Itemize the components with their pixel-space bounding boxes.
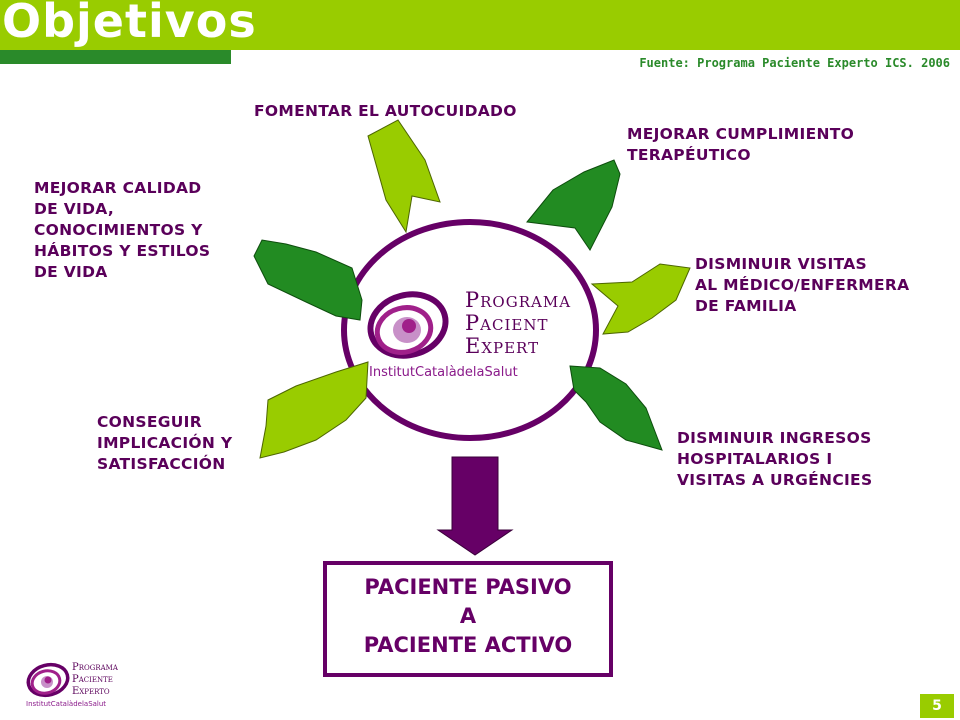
page-title: Objetivos	[2, 0, 257, 48]
logo-name-line: Expert	[465, 334, 540, 358]
page-number: 5	[920, 694, 954, 718]
logo-main-emblem	[367, 291, 449, 359]
result-line: PACIENTE ACTIVO	[363, 633, 573, 657]
goal-line: MEJORAR CUMPLIMIENTO	[627, 125, 855, 143]
goal-line: IMPLICACIÓN Y	[97, 434, 233, 452]
result-line: A	[459, 604, 477, 628]
arrow-calidad	[253, 239, 363, 321]
goal-line: DISMINUIR INGRESOS	[677, 429, 872, 447]
goal-line: SATISFACCIÓN	[97, 455, 226, 473]
goal-line: CONOCIMIENTOS Y	[34, 221, 203, 239]
goal-line: CONSEGUIR	[97, 413, 202, 431]
logo-small-emblem	[26, 662, 70, 698]
goal-line: DE FAMILIA	[695, 297, 797, 315]
logo-name-line: Programa	[72, 662, 118, 673]
goal-calidad: MEJORAR CALIDAD DE VIDA, CONOCIMIENTOS Y…	[34, 178, 210, 283]
arrow-cumplimiento	[526, 159, 621, 251]
center-ellipse	[341, 219, 599, 441]
arrow-visitas	[590, 263, 691, 335]
arrow-down	[436, 456, 514, 556]
goal-line: HÁBITOS Y ESTILOS	[34, 242, 211, 260]
goal-visitas: DISMINUIR VISITAS AL MÉDICO/ENFERMERA DE…	[695, 254, 909, 317]
logo-tagline: InstitutCatalàdelaSalut	[369, 365, 518, 380]
logo-name-line: Pacient	[465, 311, 549, 335]
arrow-ingresos	[569, 365, 663, 451]
goal-implicacion: CONSEGUIR IMPLICACIÓN Y SATISFACCIÓN	[97, 412, 232, 475]
result-line: PACIENTE PASIVO	[364, 575, 572, 599]
source-note: Fuente: Programa Paciente Experto ICS. 2…	[639, 56, 950, 70]
logo-tagline: InstitutCatalàdelaSalut	[26, 700, 107, 708]
arrow-autocuidado	[367, 119, 441, 234]
result-box: PACIENTE PASIVO A PACIENTE ACTIVO	[323, 561, 613, 677]
logo-name-line: Paciente	[72, 674, 113, 685]
goal-line: HOSPITALARIOS I	[677, 450, 833, 468]
goal-line: AL MÉDICO/ENFERMERA	[695, 276, 910, 294]
goal-line: VISITAS A URGÉNCIES	[677, 471, 873, 489]
header-underline	[0, 50, 231, 64]
logo-name-line: Programa	[465, 288, 572, 312]
arrow-implicacion	[259, 361, 369, 459]
logo-name-line: Experto	[72, 686, 110, 697]
goal-line: DE VIDA	[34, 263, 108, 281]
goal-line: MEJORAR CALIDAD	[34, 179, 202, 197]
goal-line: DISMINUIR VISITAS	[695, 255, 867, 273]
goal-line: TERAPÉUTICO	[627, 146, 751, 164]
goal-line: DE VIDA,	[34, 200, 115, 218]
header-bar	[0, 0, 960, 50]
goal-cumplimiento: MEJORAR CUMPLIMIENTO TERAPÉUTICO	[627, 124, 854, 166]
goal-ingresos: DISMINUIR INGRESOS HOSPITALARIOS I VISIT…	[677, 428, 872, 491]
goal-line: FOMENTAR EL AUTOCUIDADO	[254, 102, 517, 120]
goal-autocuidado: FOMENTAR EL AUTOCUIDADO	[254, 101, 517, 122]
